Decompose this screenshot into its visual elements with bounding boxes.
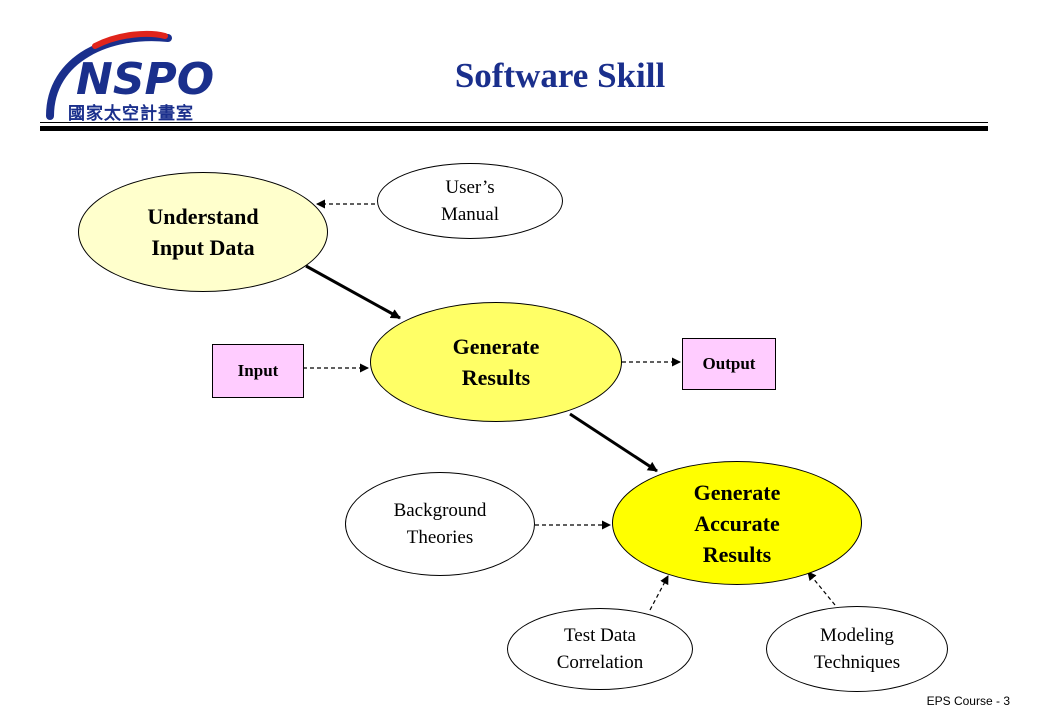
logo-subtitle: 國家太空計畫室 [68, 104, 194, 124]
node-test-data-correlation: Test Data Correlation [507, 608, 693, 690]
arrow-generate-to-accurate [569, 412, 658, 473]
node-understand-input-data: Understand Input Data [78, 172, 328, 292]
nspo-logo: NSPO [40, 28, 240, 120]
nspo-logo-graphic: NSPO [46, 30, 214, 120]
accurate-line1: Generate [693, 479, 781, 505]
node-generate-accurate-results: Generate Accurate Results [612, 461, 862, 585]
background-line1: Background [393, 500, 487, 521]
generate-line2: Results [461, 365, 531, 390]
test-data-line2: Correlation [556, 652, 644, 673]
page-title: Software Skill [454, 56, 666, 95]
understand-line2: Input Data [151, 235, 255, 260]
node-users-manual: User’s Manual [377, 163, 563, 239]
node-output-box: Output [682, 338, 776, 390]
accurate-line2: Accurate [694, 510, 780, 536]
header-rule-thin [40, 122, 988, 123]
background-line2: Theories [406, 527, 474, 548]
node-background-theories: Background Theories [345, 472, 535, 576]
users-manual-line2: Manual [440, 204, 500, 225]
header-rule-thick [40, 126, 988, 131]
users-manual-line1: User’s [445, 177, 495, 198]
node-modeling-techniques: Modeling Techniques [766, 606, 948, 692]
node-generate-results: Generate Results [370, 302, 622, 422]
arrow-testdata-to-accurate [649, 575, 669, 611]
logo-text: NSPO [76, 54, 214, 105]
arrow-understand-to-generate [305, 264, 401, 320]
footer-page-label: EPS Course - 3 [926, 694, 1010, 708]
arrow-modeling-to-accurate [807, 571, 836, 606]
understand-line1: Understand [147, 204, 259, 229]
accurate-line3: Results [702, 541, 772, 567]
output-label: Output [702, 354, 756, 373]
generate-line1: Generate [452, 334, 540, 359]
test-data-line1: Test Data [563, 625, 636, 646]
input-label: Input [237, 361, 279, 380]
modeling-line1: Modeling [820, 625, 894, 646]
node-input-box: Input [212, 344, 304, 398]
modeling-line2: Techniques [813, 652, 901, 673]
